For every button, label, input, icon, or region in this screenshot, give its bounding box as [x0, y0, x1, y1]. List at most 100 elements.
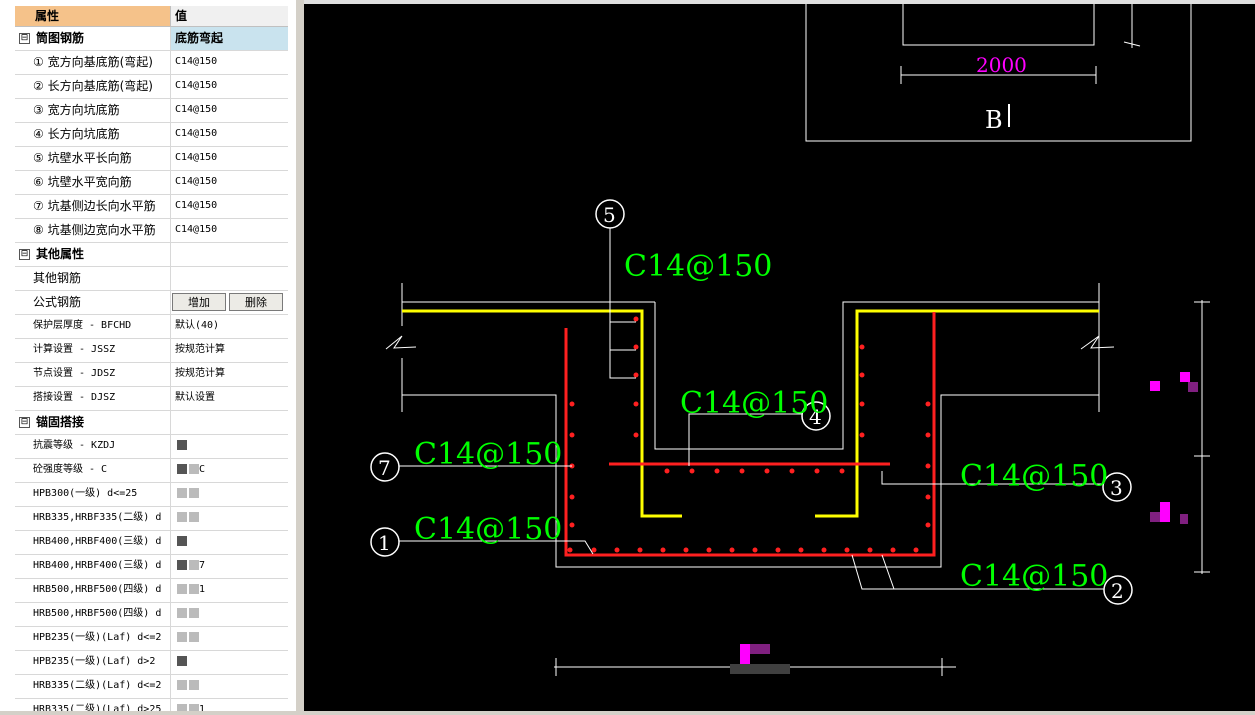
property-value[interactable]: 7: [171, 555, 288, 578]
property-name: ⑧ 坑基侧边宽向水平筋: [15, 219, 171, 242]
property-row[interactable]: HRB500,HRBF500(四级) d: [15, 603, 288, 627]
property-row[interactable]: HPB300(一级) d<=25: [15, 483, 288, 507]
property-value[interactable]: C14@150: [171, 195, 288, 218]
redacted-mark: [189, 608, 199, 618]
splitter[interactable]: [296, 0, 304, 711]
property-name: ④ 长方向坑底筋: [15, 123, 171, 146]
property-value[interactable]: [171, 411, 288, 434]
redacted-mark: [189, 488, 199, 498]
property-row[interactable]: ① 宽方向基底筋(弯起)C14@150: [15, 51, 288, 75]
delete-formula-button[interactable]: 删除: [229, 293, 283, 311]
property-value[interactable]: [171, 651, 288, 674]
property-value[interactable]: [171, 531, 288, 554]
property-row[interactable]: 保护层厚度 - BFCHD 默认(40): [15, 315, 288, 339]
cad-canvas[interactable]: 2000 B: [304, 0, 1255, 711]
property-row[interactable]: HRB400,HRBF400(三级) d: [15, 531, 288, 555]
property-name: ⑥ 坑壁水平宽向筋: [15, 171, 171, 194]
property-name: HRB500,HRBF500(四级) d: [15, 579, 171, 602]
value-text: 默认(40): [175, 320, 220, 331]
redacted-mark: [177, 464, 187, 474]
property-value[interactable]: [171, 603, 288, 626]
property-value[interactable]: [171, 435, 288, 458]
callout-3: 3: [1110, 476, 1123, 500]
property-value[interactable]: C14@150: [171, 171, 288, 194]
property-name: ⑦ 坑基侧边长向水平筋: [15, 195, 171, 218]
value-text: 默认设置: [175, 392, 215, 403]
property-label: ⑦ 坑基侧边长向水平筋: [33, 199, 156, 213]
property-value[interactable]: 默认设置: [171, 387, 288, 410]
property-row[interactable]: ② 长方向基底筋(弯起)C14@150: [15, 75, 288, 99]
property-row[interactable]: HRB335,HRBF335(二级) d: [15, 507, 288, 531]
property-value[interactable]: 按规范计算: [171, 339, 288, 362]
property-row[interactable]: 其他钢筋: [15, 267, 288, 291]
property-row[interactable]: ③ 宽方向坑底筋 C14@150: [15, 99, 288, 123]
property-value[interactable]: [171, 483, 288, 506]
property-value[interactable]: C14@150: [171, 51, 288, 74]
property-row[interactable]: 抗震等级 - KZDJ: [15, 435, 288, 459]
property-value[interactable]: 默认(40): [171, 315, 288, 338]
property-name: 公式钢筋: [15, 291, 171, 314]
property-label: 砼强度等级 - C: [33, 464, 108, 475]
add-formula-button[interactable]: 增加: [172, 293, 226, 311]
group-row[interactable]: ⊟其他属性: [15, 243, 288, 267]
property-label: ③ 宽方向坑底筋: [33, 103, 120, 117]
collapse-toggle-icon[interactable]: ⊟: [19, 249, 30, 260]
property-label: HRB335(二级)(Laf) d<=2: [33, 680, 162, 691]
collapse-toggle-icon[interactable]: ⊟: [19, 33, 30, 44]
redacted-mark: [177, 656, 187, 666]
property-value[interactable]: 增加删除: [171, 291, 288, 314]
property-value[interactable]: C14@150: [171, 219, 288, 242]
property-name: HRB400,HRBF400(三级) d: [15, 531, 171, 554]
property-row[interactable]: HRB335(二级)(Laf) d<=2: [15, 675, 288, 699]
property-label: 保护层厚度 - BFCHD: [33, 320, 132, 331]
property-value[interactable]: [171, 627, 288, 650]
group-row[interactable]: ⊟锚固搭接: [15, 411, 288, 435]
collapse-toggle-icon[interactable]: ⊟: [19, 417, 30, 428]
group-row[interactable]: ⊟筒图钢筋底筋弯起: [15, 27, 288, 51]
property-value[interactable]: [171, 507, 288, 530]
rebar-label-7: C14@150: [414, 437, 562, 472]
property-row[interactable]: HPB235(一级)(Laf) d>2: [15, 651, 288, 675]
property-label: ⑧ 坑基侧边宽向水平筋: [33, 223, 156, 237]
redacted-mark: [189, 584, 199, 594]
property-value[interactable]: C: [171, 459, 288, 482]
property-row[interactable]: 砼强度等级 - C C: [15, 459, 288, 483]
redacted-mark: [177, 680, 187, 690]
property-label: 抗震等级 - KZDJ: [33, 440, 116, 451]
property-value[interactable]: 按规范计算: [171, 363, 288, 386]
redacted-mark: [189, 512, 199, 522]
property-value[interactable]: C14@150: [171, 147, 288, 170]
property-value[interactable]: [171, 243, 288, 266]
property-value[interactable]: [171, 267, 288, 290]
drawing-svg: 2000 B: [370, 4, 1210, 676]
property-value[interactable]: 底筋弯起: [171, 27, 288, 50]
value-text: 底筋弯起: [175, 31, 224, 45]
property-value[interactable]: [171, 675, 288, 698]
property-row[interactable]: ⑧ 坑基侧边宽向水平筋 C14@150: [15, 219, 288, 243]
property-value[interactable]: 1: [171, 699, 288, 711]
property-row[interactable]: HPB235(一级)(Laf) d<=2: [15, 627, 288, 651]
property-label: HRB400,HRBF400(三级) d: [33, 560, 162, 571]
redacted-mark: [177, 560, 187, 570]
property-value[interactable]: C14@150: [171, 123, 288, 146]
property-value[interactable]: C14@150: [171, 99, 288, 122]
value-text: C14@150: [175, 152, 218, 163]
header-value: 值: [171, 6, 288, 26]
property-name: HRB335(二级)(Laf) d<=2: [15, 675, 171, 698]
property-value[interactable]: 1: [171, 579, 288, 602]
property-value[interactable]: C14@150: [171, 75, 288, 98]
property-label: HPB235(一级)(Laf) d<=2: [33, 632, 162, 643]
property-row[interactable]: 公式钢筋增加删除: [15, 291, 288, 315]
property-row[interactable]: ⑦ 坑基侧边长向水平筋 C14@150: [15, 195, 288, 219]
property-row[interactable]: HRB400,HRBF400(三级) d 7: [15, 555, 288, 579]
